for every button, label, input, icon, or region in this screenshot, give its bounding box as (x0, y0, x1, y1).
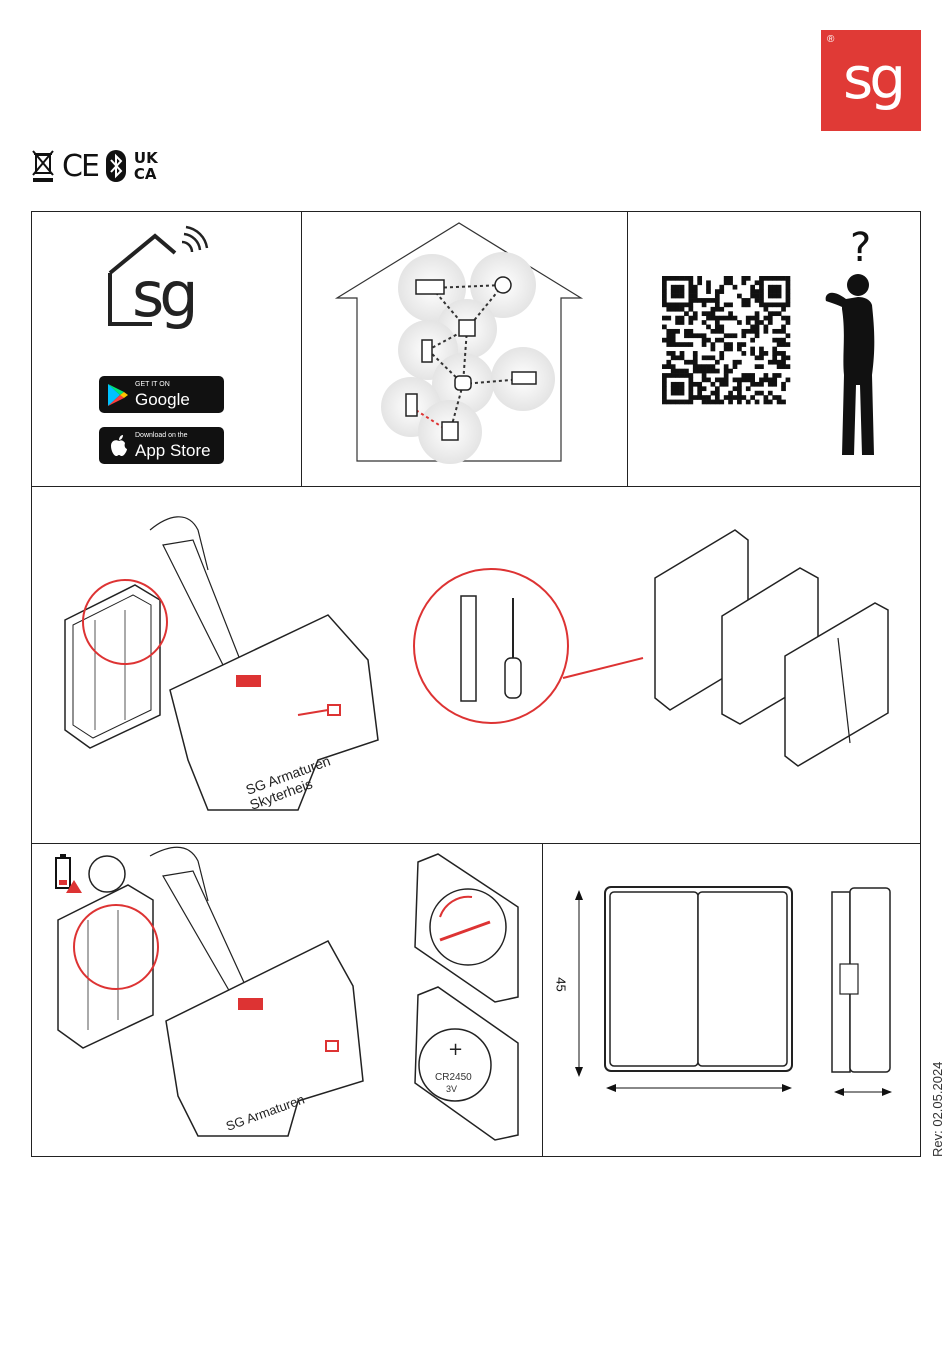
app-store-badge[interactable]: Download on the App Store (99, 427, 224, 464)
google-play-badge[interactable]: GET IT ON Google Play (99, 376, 224, 413)
battery-polarity: + (448, 1039, 463, 1060)
certification-marks: CE UK CA (32, 147, 158, 185)
switch-back-illustration-2 (48, 880, 158, 1050)
apple-icon (110, 435, 128, 457)
app-logo-text: sg (132, 258, 194, 331)
ukca-bottom: CA (134, 166, 158, 182)
screwdriver-release-illustration: SG Armaturen Skyterheis (148, 510, 388, 820)
battery-voltage: 3V (446, 1084, 457, 1094)
dimension-height-label: 45 (554, 977, 569, 991)
screwdriver-release-illustration-2: SG Armaturen (148, 846, 388, 1146)
battery-type: CR2450 (435, 1072, 472, 1083)
app-store-big-text: App Store (135, 441, 211, 461)
battery-compartment-open (410, 852, 522, 1002)
brand-logo-text: sg (843, 44, 902, 112)
google-play-big-text: Google Play (135, 390, 224, 430)
ukca-top: UK (134, 150, 158, 166)
battery-compartment-closed: + CR2450 3V (410, 985, 522, 1140)
side-view-dimensions (828, 884, 898, 1096)
google-play-small-text: GET IT ON (135, 381, 170, 388)
tools-callout (413, 568, 653, 728)
mesh-network-illustration (336, 222, 582, 462)
google-play-icon (108, 384, 128, 406)
bluetooth-icon (106, 150, 126, 182)
qr-code[interactable] (662, 276, 790, 404)
exploded-switch-illustration (650, 528, 895, 768)
brand-logo: ® sg (821, 30, 921, 131)
weee-bin-icon (32, 149, 54, 183)
ce-mark: CE (62, 149, 98, 184)
sg-home-app-icon: sg (100, 228, 220, 333)
front-view-dimensions (570, 880, 810, 1095)
revision-date: Rev: 02.05.2024 (930, 1062, 945, 1157)
question-mark: ? (850, 225, 871, 271)
ukca-mark: UK CA (134, 150, 158, 182)
app-store-small-text: Download on the (135, 432, 188, 439)
person-question-icon: ? (820, 225, 890, 462)
registered-mark: ® (827, 34, 834, 45)
